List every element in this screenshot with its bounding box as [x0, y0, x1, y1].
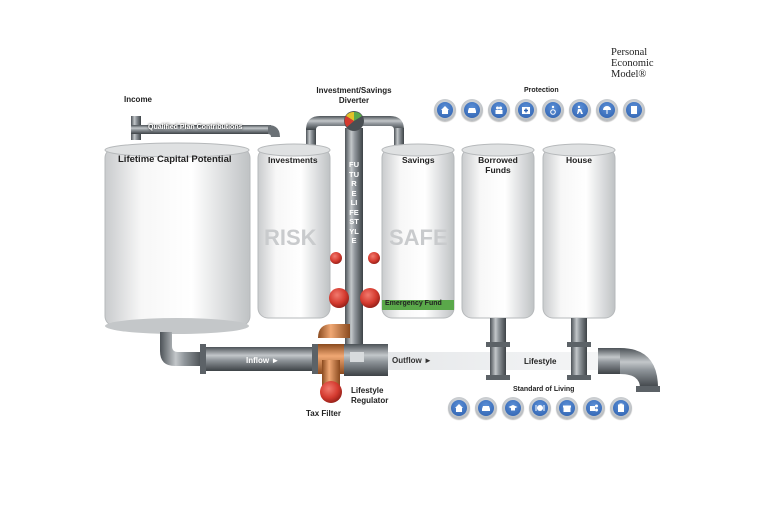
protection-icon-row	[434, 99, 645, 121]
risk-label: RISK	[264, 225, 317, 250]
future-lifestyle-pipe	[345, 128, 363, 360]
house-icon	[437, 102, 453, 118]
house-label: House	[566, 155, 592, 165]
disability-icon	[545, 102, 561, 118]
people-icon	[491, 102, 507, 118]
outflow-label: Outflow ►	[392, 356, 432, 365]
lifetime-capital-tank	[104, 142, 251, 334]
investments-tank	[257, 143, 331, 319]
income-label: Income	[124, 95, 153, 104]
car-button[interactable]	[461, 99, 483, 121]
lifetime-capital-label: Lifetime Capital Potential	[118, 154, 232, 165]
savings-label: Savings	[402, 155, 435, 165]
investments-small-valve	[330, 252, 342, 264]
diverter-gauge	[344, 111, 364, 131]
borrowed-funds-label: Borrowed Funds	[478, 155, 518, 175]
people-button[interactable]	[488, 99, 510, 121]
borrowed-funds-tank	[461, 143, 535, 319]
gift-icon	[559, 400, 575, 416]
tax-filter-label: Tax Filter	[306, 409, 341, 418]
investments-valve	[329, 288, 349, 308]
standard-of-living-icon-row	[448, 397, 632, 419]
clipboard-icon	[613, 400, 629, 416]
graduation-icon	[505, 400, 521, 416]
borrowed-funds-drain	[486, 318, 510, 380]
graduation-button[interactable]	[502, 397, 524, 419]
document-icon	[626, 102, 642, 118]
brand-line-1: Personal	[611, 47, 648, 58]
house-drain	[567, 318, 591, 380]
brand-line-3: Model®	[611, 69, 647, 80]
outflow-pipe	[388, 352, 628, 370]
investments-label: Investments	[268, 155, 318, 165]
dining-button[interactable]	[529, 397, 551, 419]
emergency-fund-bar	[382, 300, 454, 310]
emergency-fund-label: Emergency Fund	[385, 300, 442, 307]
entertainment-icon	[586, 400, 602, 416]
savings-small-valve	[368, 252, 380, 264]
brand-title: Personal Economic Model®	[611, 47, 654, 80]
car-icon	[464, 102, 480, 118]
safe-label: SAFE	[389, 225, 448, 250]
house-button[interactable]	[434, 99, 456, 121]
savings-tank	[381, 143, 455, 319]
car-icon	[478, 400, 494, 416]
qualified-plan-label: Qualified Plan Contributions	[148, 124, 243, 131]
medical-icon	[518, 102, 534, 118]
umbrella-icon	[599, 102, 615, 118]
diverter-label: Investment/Savings Diverter	[316, 86, 392, 105]
savings-valve	[360, 288, 380, 308]
tax-filter-valve	[320, 381, 342, 403]
clipboard-button[interactable]	[610, 397, 632, 419]
medical-button[interactable]	[515, 99, 537, 121]
inflow-pipe	[160, 332, 325, 374]
dining-icon	[532, 400, 548, 416]
disability-button[interactable]	[542, 99, 564, 121]
entertainment-button[interactable]	[583, 397, 605, 419]
umbrella-button[interactable]	[596, 99, 618, 121]
care-button[interactable]	[569, 99, 591, 121]
car-button[interactable]	[475, 397, 497, 419]
future-lifestyle-label: FUTURE LIFESTYLE	[349, 160, 359, 245]
lifestyle-label: Lifestyle	[524, 357, 557, 366]
lifestyle-regulator-label: Lifestyle Regulator	[351, 386, 389, 405]
inflow-label: Inflow ►	[246, 356, 280, 365]
gift-button[interactable]	[556, 397, 578, 419]
brand-line-2: Economic	[611, 58, 654, 69]
standard-of-living-label: Standard of Living	[513, 386, 575, 393]
document-button[interactable]	[623, 99, 645, 121]
home-button[interactable]	[448, 397, 470, 419]
income-pipe	[131, 116, 280, 140]
home-icon	[451, 400, 467, 416]
house-tank	[542, 143, 616, 319]
lifestyle-exit-elbow	[598, 348, 660, 392]
protection-label: Protection	[524, 87, 559, 94]
care-icon	[572, 102, 588, 118]
